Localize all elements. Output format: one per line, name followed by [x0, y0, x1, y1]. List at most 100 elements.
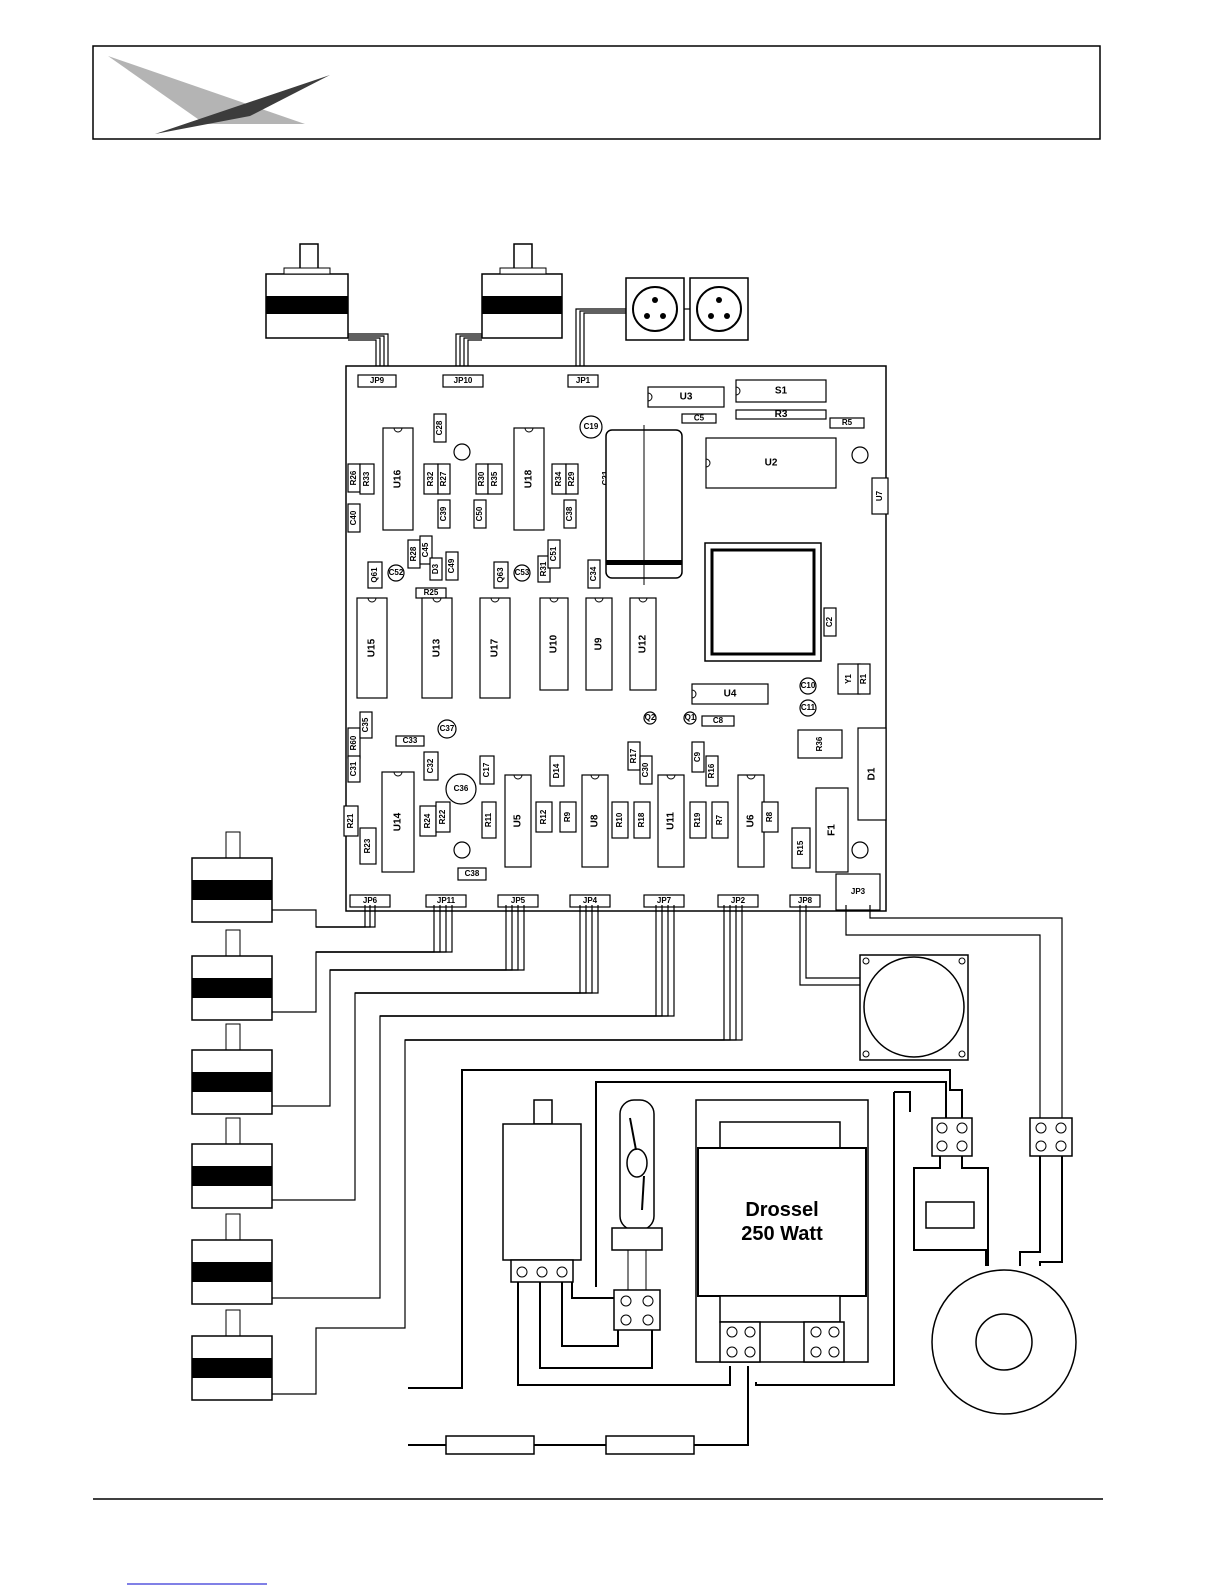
component-label: JP10: [454, 376, 473, 385]
component-label: U7: [875, 490, 884, 501]
component-r3: R3: [735, 409, 827, 420]
pcb-components: JP9JP10JP1U3S1R3C5R5U2U7C19C21R26R33C40U…: [343, 374, 889, 911]
component-label: JP11: [437, 896, 456, 905]
component-c31: C31: [347, 755, 361, 783]
component-c32: C32: [423, 751, 439, 781]
power-wiring: [408, 1069, 1063, 1446]
component-r32: R32: [423, 463, 439, 495]
component-label: Q61: [370, 567, 379, 583]
component-r31: R31: [537, 555, 551, 583]
component-r35: R35: [487, 463, 503, 495]
component-r24: R24: [419, 805, 437, 837]
component-r36: R36: [797, 729, 843, 759]
component-label: U12: [638, 634, 649, 653]
component-c5: C5: [681, 413, 717, 424]
component-c45: C45: [419, 535, 433, 565]
stepper-motor-left-2: [191, 929, 273, 1021]
component-r25: R25: [415, 587, 447, 599]
component-label: JP7: [657, 896, 672, 905]
component-r33: R33: [359, 463, 375, 495]
component-label: U18: [524, 469, 535, 488]
component-label: R8: [765, 811, 774, 822]
left-motor-stack: [191, 831, 273, 1401]
component-q2: Q2: [643, 711, 657, 725]
component-r21: R21: [343, 805, 359, 837]
stepper-motor-top-left: [265, 243, 349, 339]
component-label: U17: [490, 638, 501, 657]
component-r27: R27: [437, 463, 451, 495]
component-d14: D14: [549, 755, 565, 787]
component-u3: U3: [647, 386, 725, 408]
component-label: D1: [867, 767, 878, 780]
component-label: S1: [775, 386, 788, 397]
component-c38: C38: [457, 867, 487, 881]
component-label: Q63: [496, 567, 505, 583]
capacitor-c21: [605, 425, 683, 585]
component-label: R35: [490, 471, 499, 486]
component-label: C52: [389, 568, 404, 577]
component-label: R27: [439, 471, 448, 486]
component-c38: C38: [563, 499, 577, 529]
component-label: JP9: [370, 376, 385, 385]
component-label: U14: [393, 812, 404, 831]
component-c49: C49: [445, 551, 459, 581]
component-jp10: JP10: [442, 374, 484, 388]
component-u7: U7: [871, 477, 889, 515]
component-c10: C10: [799, 677, 817, 695]
component-r5: R5: [829, 417, 865, 429]
component-label: R16: [707, 763, 716, 778]
component-r15: R15: [791, 827, 811, 869]
component-r60: R60: [347, 727, 361, 759]
component-r17: R17: [627, 741, 641, 771]
component-label: C19: [584, 422, 599, 431]
component-r11: R11: [481, 801, 497, 839]
component-label: U5: [513, 814, 524, 827]
stepper-motor-left-4: [191, 1117, 273, 1209]
component-label: U15: [367, 638, 378, 657]
component-u8: U8: [581, 774, 609, 868]
component-s1: S1: [735, 379, 827, 403]
component-label: C50: [475, 506, 484, 521]
component-label: C5: [694, 414, 705, 423]
component-u4: U4: [691, 683, 769, 705]
component-label: C49: [447, 558, 456, 573]
component-label: R28: [409, 546, 418, 561]
component-label: F1: [827, 824, 838, 836]
component-label: R3: [775, 409, 788, 420]
component-c34: C34: [587, 559, 601, 589]
component-label: C36: [454, 784, 469, 793]
component-label: R9: [563, 811, 572, 822]
mains-fuses: [445, 1435, 695, 1455]
component-label: R23: [363, 838, 372, 853]
bottom-wires: [272, 905, 1063, 1395]
component-u12: U12: [629, 597, 657, 691]
component-label: R26: [349, 470, 358, 485]
component-u17: U17: [479, 597, 511, 699]
component-jp4: JP4: [569, 894, 611, 908]
component-r23: R23: [359, 827, 377, 865]
component-c50: C50: [473, 499, 487, 529]
component-f1: F1: [815, 787, 849, 873]
component-label: C31: [349, 761, 358, 776]
stepper-motor-left-3: [191, 1023, 273, 1115]
component-label: R36: [815, 736, 824, 751]
component-label: C2: [825, 616, 834, 627]
component-label: U6: [746, 814, 757, 827]
mounting-holes: [453, 443, 869, 859]
component-label: R30: [477, 471, 486, 486]
terminal-block-mid: [931, 1117, 973, 1157]
component-label: C38: [465, 869, 480, 878]
component-u13: U13: [421, 597, 453, 699]
component-label: R7: [715, 814, 724, 825]
component-label: C28: [435, 420, 444, 435]
component-jp1: JP1: [567, 374, 599, 388]
component-r18: R18: [633, 801, 651, 839]
component-label: R5: [842, 418, 853, 427]
component-r9: R9: [559, 801, 577, 833]
component-u5: U5: [504, 774, 532, 868]
component-d3: D3: [429, 557, 443, 581]
thermal-switch: [925, 1201, 975, 1229]
component-r12: R12: [535, 801, 553, 833]
component-u14: U14: [381, 771, 415, 873]
component-label: R60: [349, 735, 358, 750]
